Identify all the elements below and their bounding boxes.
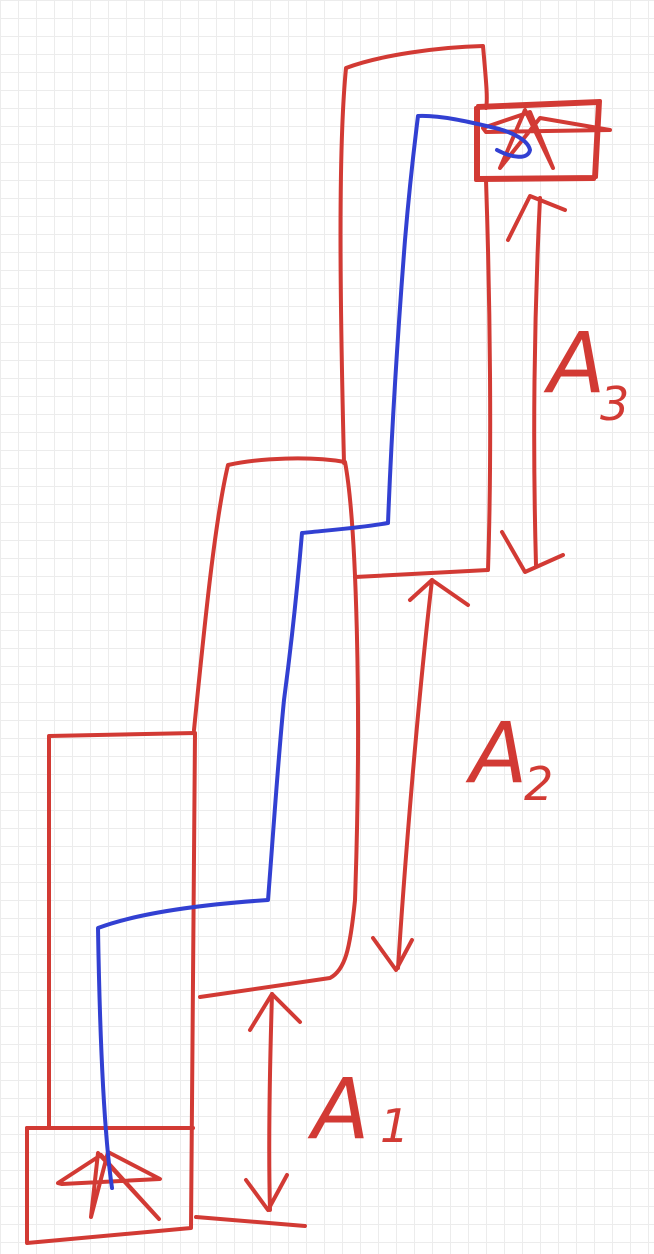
label-a2: A 2 <box>465 704 553 811</box>
label-a3-sub: 3 <box>600 377 629 431</box>
label-a3-main: A <box>543 314 605 412</box>
a1-arrow-up <box>248 992 302 1032</box>
label-a2-sub: 2 <box>524 757 553 811</box>
a3-arrow-down <box>500 530 565 574</box>
a2-arrow-down <box>371 936 414 972</box>
star-icon-goal-strokes <box>481 108 612 170</box>
dimension-a1 <box>194 992 307 1228</box>
dimension-a2 <box>371 578 470 972</box>
a3-arrow-up <box>506 194 567 242</box>
blue-path <box>96 113 532 1190</box>
block-1 <box>25 731 197 1245</box>
dimension-a3 <box>500 194 567 574</box>
block-2 <box>192 456 361 999</box>
block-3 <box>338 44 493 579</box>
goal-cell <box>474 99 602 182</box>
a1-baseline <box>194 1215 307 1228</box>
block-3-right-edge <box>353 178 493 579</box>
a2-arrow-up <box>408 578 470 607</box>
a3-dimension-line <box>532 196 542 567</box>
label-a1: A 1 <box>307 1060 409 1158</box>
star-icon-start <box>56 1150 162 1221</box>
star-icon-goal <box>481 108 612 170</box>
label-a1-main: A <box>307 1060 369 1158</box>
label-a1-sub: 1 <box>380 1099 409 1153</box>
goal-cell-outline-retrace <box>476 99 602 180</box>
star-icon-start-strokes <box>56 1150 162 1221</box>
a2-dimension-line <box>396 578 434 970</box>
a1-dimension-line <box>267 992 274 1212</box>
goal-cell-outline <box>474 101 600 182</box>
a1-arrow-down <box>244 1173 289 1212</box>
label-a2-main: A <box>465 704 527 802</box>
label-a3: A 3 <box>543 314 629 431</box>
block-2-outline <box>192 456 361 999</box>
block-3-outline <box>338 44 489 465</box>
